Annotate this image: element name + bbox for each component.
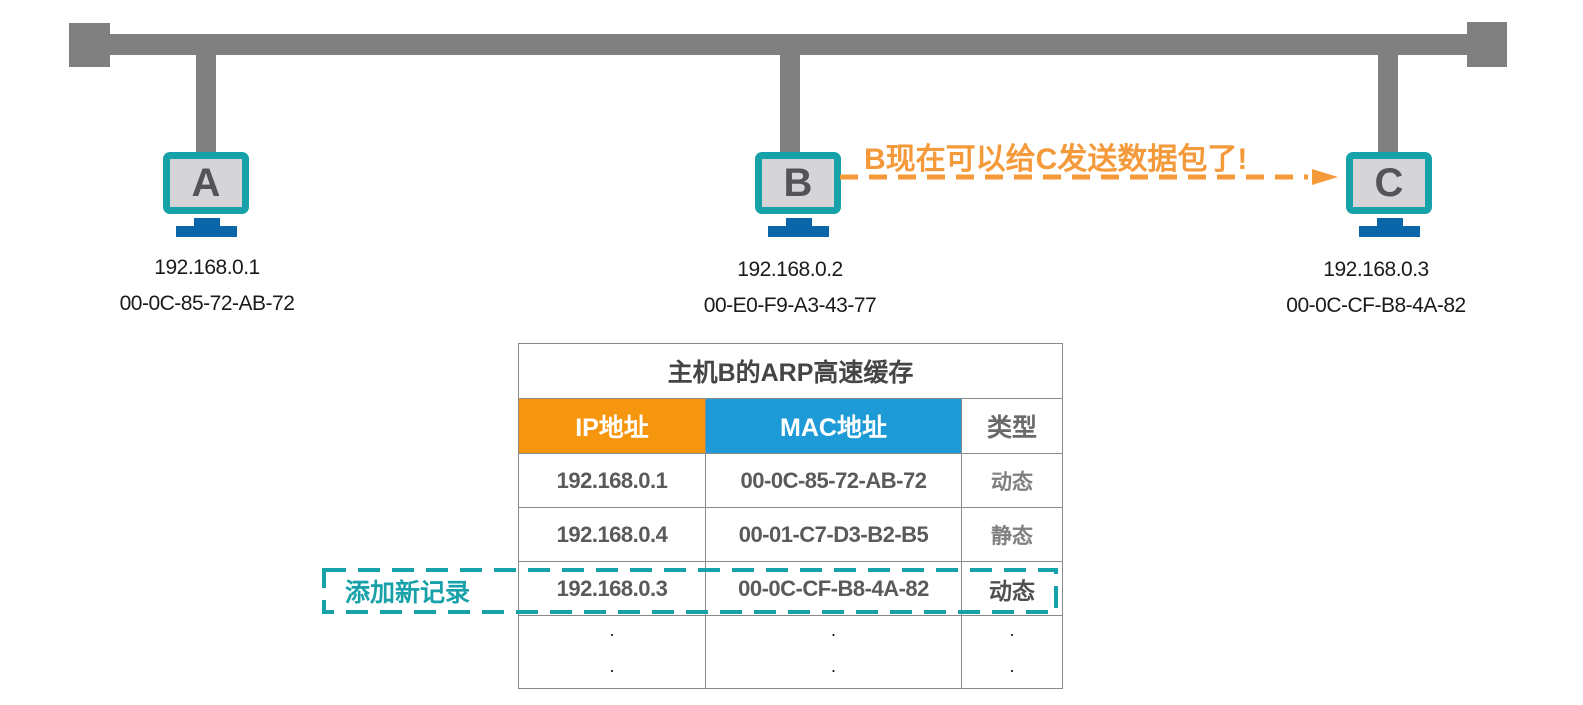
- network-bus: [105, 34, 1472, 55]
- send-message-text: B现在可以给C发送数据包了!: [864, 143, 1248, 176]
- new-record-highlight-box: [322, 568, 1058, 614]
- host-c-ip: 192.168.0.3: [1323, 258, 1429, 281]
- row-2-ip: 192.168.0.4: [518, 507, 706, 562]
- bus-endcap-left: [69, 23, 110, 67]
- header-mac: MAC地址: [705, 398, 962, 454]
- host-b-mac: 00-E0-F9-A3-43-77: [703, 294, 877, 317]
- table-row: 192.168.0.1 00-0C-85-72-AB-72 动态: [518, 453, 1063, 508]
- row-2-mac: 00-01-C7-D3-B2-B5: [705, 507, 962, 562]
- host-a-label: 192.168.0.1 00-0C-85-72-AB-72: [77, 250, 337, 322]
- table-row: 192.168.0.4 00-01-C7-D3-B2-B5 静态: [518, 507, 1063, 562]
- host-c-mac: 00-0C-CF-B8-4A-82: [1286, 294, 1466, 317]
- host-b-ip: 192.168.0.2: [737, 258, 843, 281]
- host-a-ip: 192.168.0.1: [154, 256, 260, 279]
- row-2-type: 静态: [961, 507, 1063, 562]
- host-c-computer-icon: C: [1346, 152, 1432, 238]
- table-title: 主机B的ARP高速缓存: [518, 343, 1063, 399]
- host-a-mac: 00-0C-85-72-AB-72: [119, 292, 295, 315]
- host-b-letter: B: [783, 161, 813, 205]
- ellipsis-row: ·· ·· ··: [518, 615, 1063, 689]
- ellipsis-mac: ··: [705, 615, 962, 689]
- row-1-mac: 00-0C-85-72-AB-72: [705, 453, 962, 508]
- dashed-arrow-icon: [840, 169, 1338, 185]
- drop-line-c: [1378, 50, 1398, 154]
- host-c-letter: C: [1374, 161, 1404, 205]
- new-record-label: 添加新记录: [345, 579, 471, 607]
- arp-cache-table: 主机B的ARP高速缓存 IP地址 MAC地址 类型 192.168.0.1 00…: [518, 343, 1063, 689]
- header-type: 类型: [961, 398, 1063, 454]
- host-a-computer-icon: A: [163, 152, 249, 238]
- host-c-label: 192.168.0.3 00-0C-CF-B8-4A-82: [1246, 252, 1506, 324]
- header-ip: IP地址: [518, 398, 706, 454]
- bus-endcap-right: [1467, 22, 1507, 67]
- row-1-type: 动态: [961, 453, 1063, 508]
- row-1-ip: 192.168.0.1: [518, 453, 706, 508]
- drop-line-a: [196, 50, 216, 154]
- host-b-computer-icon: B: [755, 152, 841, 238]
- host-b-label: 192.168.0.2 00-E0-F9-A3-43-77: [660, 252, 920, 324]
- ellipsis-ip: ··: [518, 615, 706, 689]
- ellipsis-type: ··: [961, 615, 1063, 689]
- host-a-letter: A: [191, 161, 221, 205]
- drop-line-b: [780, 50, 800, 154]
